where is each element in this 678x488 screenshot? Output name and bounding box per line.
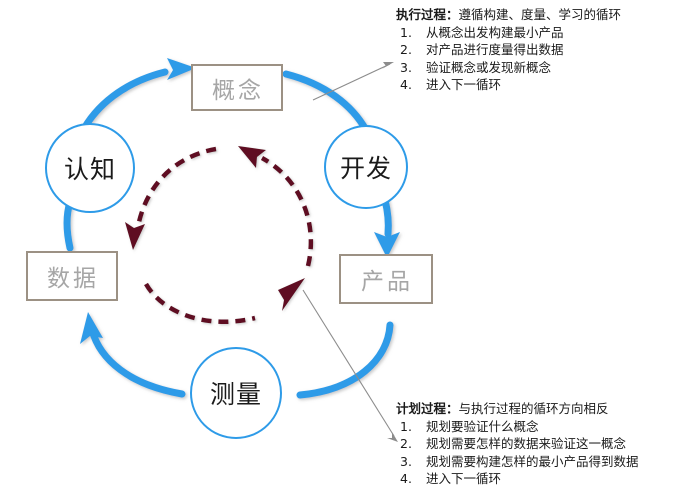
list-item-text: 进入下一循环 — [426, 471, 502, 486]
annotation-planning-heading-label: 计划过程： — [396, 401, 459, 416]
list-item: 2. 规划需要怎样的数据来验证这一概念 — [396, 435, 639, 453]
circle-node-measure — [190, 347, 282, 439]
list-item-number: 1. — [400, 418, 412, 434]
annotation-execution-heading-rest: 遵循构建、度量、学习的循环 — [458, 7, 622, 22]
arrowhead-into-product — [374, 232, 400, 258]
connector-line-execution — [312, 63, 391, 101]
dashed-arc-upper-left — [136, 146, 217, 223]
annotation-planning: 计划过程：与执行过程的循环方向相反 1. 规划要验证什么概念 2. 规划需要怎样… — [396, 400, 639, 488]
box-node-data — [26, 251, 118, 301]
arrowhead-into-data — [80, 312, 103, 344]
list-item-text: 对产品进行度量得出数据 — [426, 42, 564, 57]
list-item-number: 1. — [400, 24, 412, 40]
dashed-arrowhead-right-up — [278, 278, 305, 311]
circle-node-shapes — [45, 123, 408, 439]
dashed-arrowhead-left-down — [125, 222, 145, 250]
arc-product-to-measure — [296, 321, 394, 399]
list-item-number: 2. — [400, 436, 412, 451]
annotation-execution-heading: 执行过程：遵循构建、度量、学习的循环 — [396, 6, 621, 24]
list-item-text: 规划要验证什么概念 — [426, 418, 539, 434]
list-item-number: 4. — [400, 77, 412, 92]
list-item-text: 从概念出发构建最小产品 — [426, 24, 564, 40]
list-item-number: 3. — [400, 59, 412, 75]
annotation-planning-list: 1. 规划要验证什么概念 2. 规划需要怎样的数据来验证这一概念 3. 规划需要… — [396, 418, 639, 488]
list-item: 4. 进入下一循环 — [396, 470, 639, 488]
annotation-execution-list: 1. 从概念出发构建最小产品 2. 对产品进行度量得出数据 3. 验证概念或发现… — [396, 24, 621, 94]
annotation-execution-heading-label: 执行过程： — [396, 7, 459, 22]
list-item-text: 规划需要怎样的数据来验证这一概念 — [426, 436, 627, 451]
connector-arrowhead-planning — [387, 432, 398, 442]
list-item: 3. 验证概念或发现新概念 — [396, 59, 621, 77]
list-item-number: 2. — [400, 42, 412, 57]
connector-line-planning — [302, 289, 395, 437]
box-node-concept — [191, 64, 283, 111]
arc-concept-to-develop — [282, 70, 370, 134]
list-item-text: 进入下一循环 — [426, 77, 502, 92]
list-item-text: 验证概念或发现新概念 — [426, 59, 552, 75]
arc-develop-to-product — [381, 196, 392, 238]
annotation-planning-heading: 计划过程：与执行过程的循环方向相反 — [396, 400, 639, 418]
arrowhead-into-concept — [167, 58, 196, 80]
dashed-arc-bottom — [144, 282, 256, 324]
annotation-connectors — [302, 62, 398, 442]
box-node-shapes — [26, 64, 433, 304]
list-item: 1. 从概念出发构建最小产品 — [396, 24, 621, 42]
list-item: 4. 进入下一循环 — [396, 76, 621, 94]
circle-node-cognition — [45, 123, 135, 213]
list-item-number: 3. — [400, 453, 412, 469]
circle-node-develop — [324, 125, 408, 209]
arc-data-to-cognition — [63, 198, 74, 252]
list-item-number: 4. — [400, 471, 412, 486]
list-item-text: 规划需要构建怎样的最小产品得到数据 — [426, 453, 639, 469]
list-item: 2. 对产品进行度量得出数据 — [396, 41, 621, 59]
dashed-arc-right — [260, 156, 314, 267]
inner-dashed-cycle — [125, 146, 314, 324]
annotation-planning-heading-rest: 与执行过程的循环方向相反 — [458, 401, 609, 416]
connector-arrowhead-execution — [382, 62, 394, 69]
list-item: 3. 规划需要构建怎样的最小产品得到数据 — [396, 453, 639, 471]
arc-measure-to-data — [88, 326, 186, 398]
annotation-execution: 执行过程：遵循构建、度量、学习的循环 1. 从概念出发构建最小产品 2. 对产品… — [396, 6, 621, 94]
box-node-product — [339, 254, 433, 304]
dashed-arrowhead-top-up — [238, 146, 266, 168]
list-item: 1. 规划要验证什么概念 — [396, 418, 639, 436]
